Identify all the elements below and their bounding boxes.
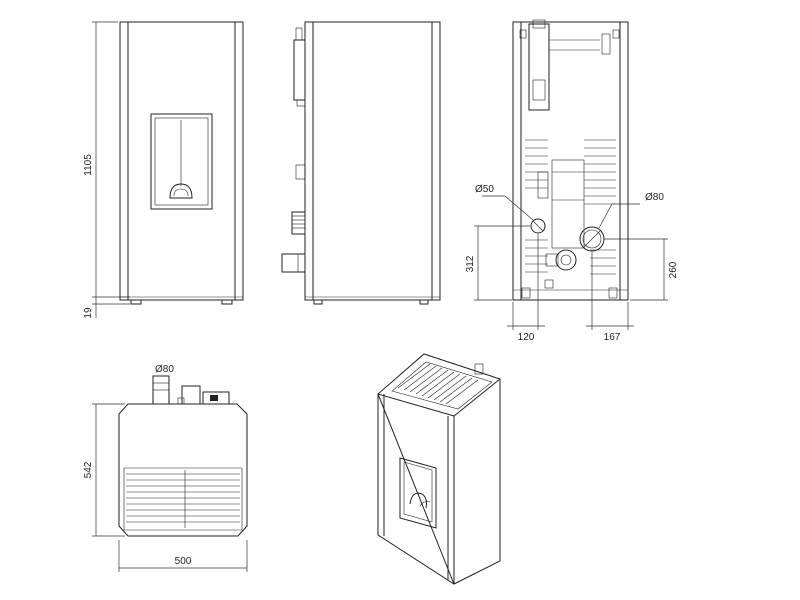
top-view (118, 375, 248, 537)
front-view (119, 21, 244, 305)
rear-outlet (579, 226, 605, 252)
label-rear-inlet-diameter: Ø50 (475, 184, 494, 195)
dim-rear-inlet-offset: 120 (507, 234, 545, 343)
label-top-width: 500 (175, 556, 192, 567)
isometric-view (377, 353, 501, 585)
rear-fan (545, 249, 577, 271)
top-grille (126, 473, 240, 523)
dim-front-height: 1105 (83, 21, 118, 297)
label-rear-inlet-offset: 120 (518, 332, 535, 343)
side-outlet (281, 253, 306, 273)
dim-top-width: 500 (118, 540, 248, 572)
label-front-height: 1105 (83, 154, 94, 176)
dim-front-foot: 19 (83, 296, 130, 319)
side-view (281, 21, 441, 305)
label-rear-inlet-height: 312 (465, 255, 476, 272)
label-top-depth: 542 (83, 461, 94, 478)
side-fan (291, 211, 306, 235)
label-front-foot: 19 (83, 307, 94, 319)
label-rear-outlet-offset: 167 (604, 332, 621, 343)
label-top-flue-diameter: Ø80 (155, 364, 174, 375)
dim-rear-outlet-height: 260 (604, 238, 679, 301)
rear-vents-left (525, 139, 548, 273)
label-rear-outlet-height: 260 (668, 261, 679, 278)
rear-view (482, 19, 640, 301)
iso-top-grille (391, 361, 493, 410)
dim-top-depth: 542 (83, 403, 125, 537)
dim-rear-outlet-offset: 167 (586, 252, 634, 343)
rear-vents-right (584, 139, 616, 275)
door-window (150, 113, 213, 210)
top-flue (152, 375, 170, 405)
iso-door (399, 457, 437, 529)
label-rear-outlet-diameter: Ø80 (645, 192, 664, 203)
dim-rear-inlet-height: 312 (465, 225, 530, 301)
rear-inlet (530, 218, 546, 234)
